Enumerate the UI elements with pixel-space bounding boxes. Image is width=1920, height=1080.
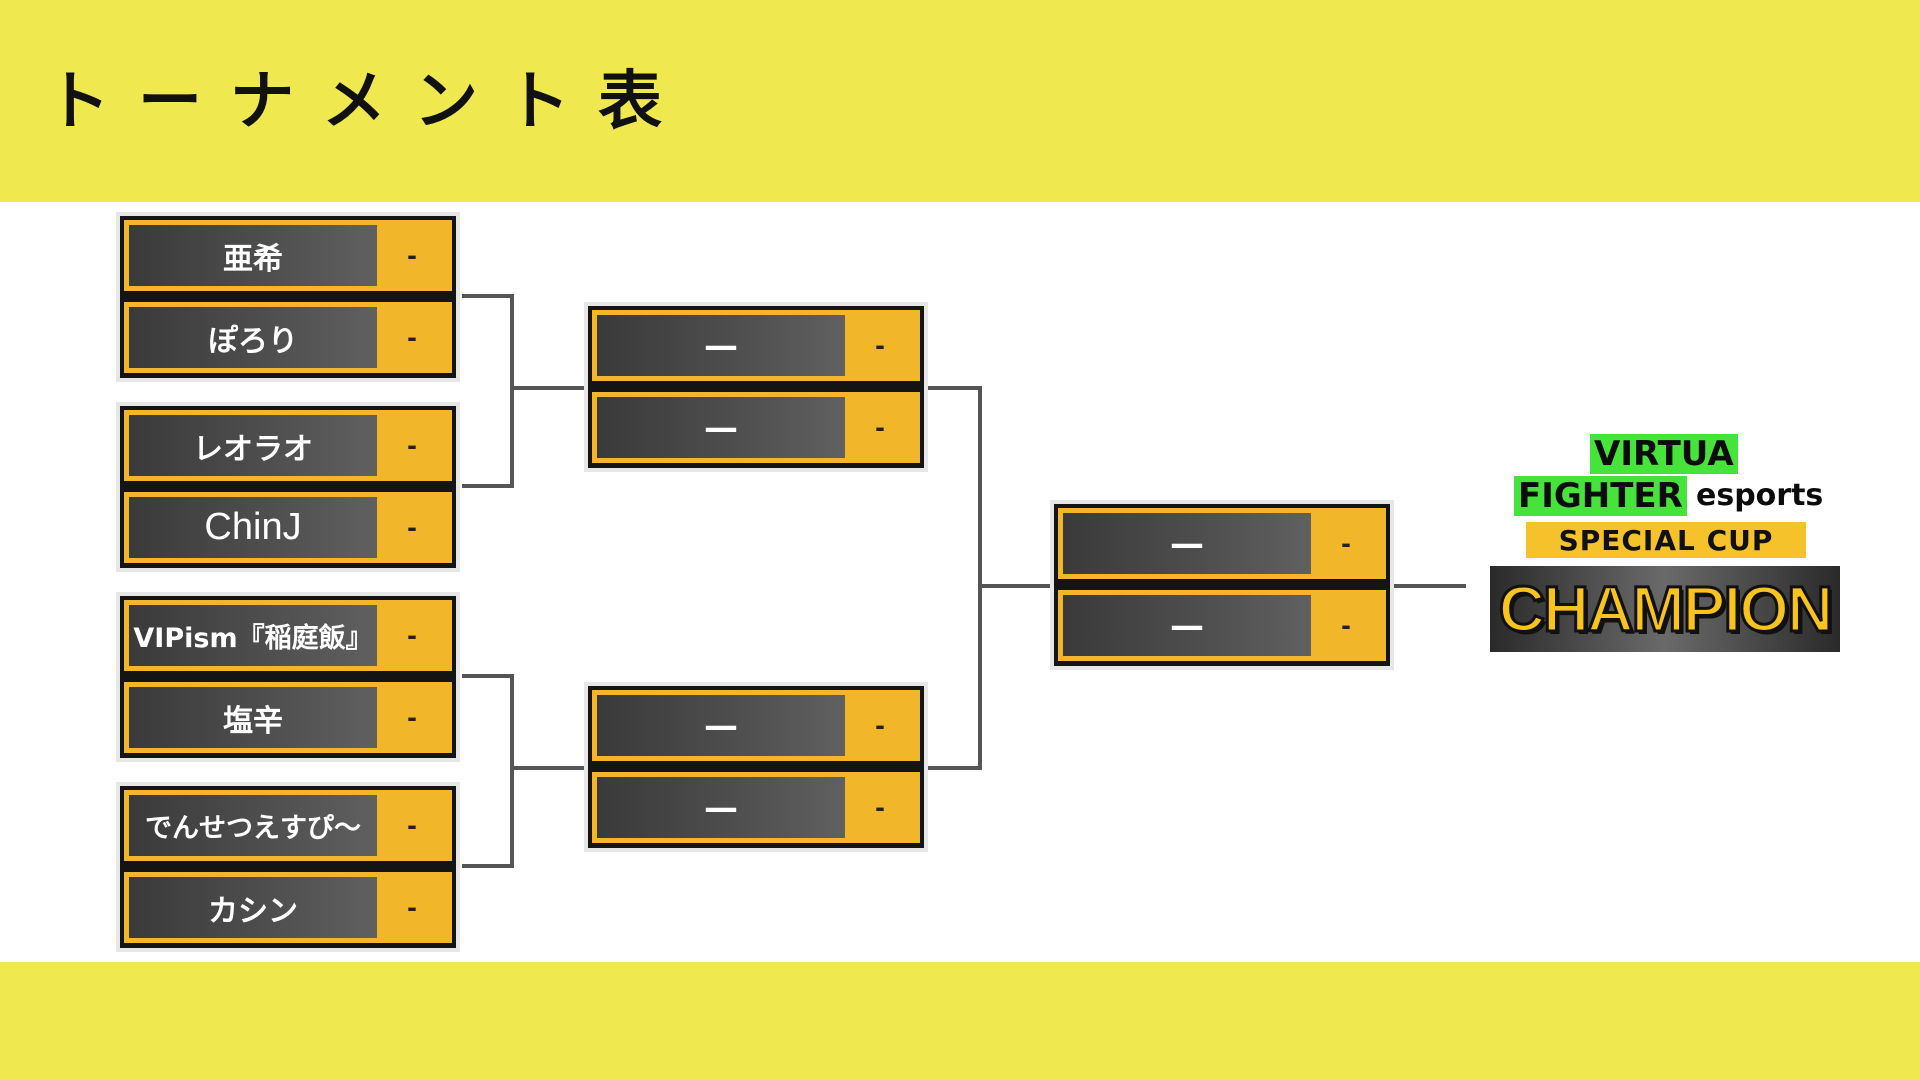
player-name: ChinJ — [129, 497, 377, 558]
player-slot: ChinJ - — [124, 492, 452, 563]
match-final: — - — - — [1050, 500, 1394, 670]
player-score: - — [407, 703, 417, 732]
player-score: - — [407, 811, 417, 840]
player-slot: — - — [592, 392, 920, 463]
player-name: — — [1063, 595, 1311, 656]
player-name: カシン — [129, 877, 377, 938]
player-score: - — [407, 431, 417, 460]
player-score: - — [407, 241, 417, 270]
player-name: ぽろり — [129, 307, 377, 368]
footer-band — [0, 962, 1920, 1080]
player-score: - — [875, 331, 885, 360]
player-name: 塩辛 — [129, 687, 377, 748]
player-slot: — - — [1058, 508, 1386, 579]
champion-label: CHAMPION — [1497, 572, 1834, 647]
player-score: - — [875, 711, 885, 740]
player-score: - — [875, 413, 885, 442]
player-score: - — [407, 621, 417, 650]
player-score: - — [1341, 611, 1351, 640]
player-name: — — [597, 695, 845, 756]
connector-r1-m4 — [462, 768, 514, 868]
header-band — [0, 0, 1920, 202]
player-slot: カシン - — [124, 872, 452, 943]
player-score: - — [407, 323, 417, 352]
player-score: - — [407, 513, 417, 542]
player-slot: — - — [592, 310, 920, 381]
match-r1-4: でんせつえすぴ～ - カシン - — [116, 782, 460, 952]
match-r2-1: — - — - — [584, 302, 928, 472]
player-name: — — [597, 777, 845, 838]
player-name: — — [597, 315, 845, 376]
player-name: でんせつえすぴ～ — [129, 795, 377, 856]
connector-r2-m2 — [928, 586, 982, 770]
logo-fighter: FIGHTER — [1514, 476, 1687, 516]
connector-r1-m3 — [462, 674, 514, 768]
connector-r1-m1 — [462, 294, 514, 388]
player-slot: 塩辛 - — [124, 682, 452, 753]
player-score: - — [1341, 529, 1351, 558]
player-slot: — - — [592, 772, 920, 843]
player-name: レオラオ — [129, 415, 377, 476]
player-score: - — [407, 893, 417, 922]
logo-virtua: VIRTUA — [1590, 434, 1738, 474]
player-slot: レオラオ - — [124, 410, 452, 481]
player-slot: ぽろり - — [124, 302, 452, 373]
player-name: — — [597, 397, 845, 458]
match-r2-2: — - — - — [584, 682, 928, 852]
player-slot: 亜希 - — [124, 220, 452, 291]
match-r1-1: 亜希 - ぽろり - — [116, 212, 460, 382]
champion-logo: VIRTUA FIGHTER esports SPECIAL CUP CHAMP… — [1490, 430, 1840, 660]
match-r1-3: VIPism『稲庭飯』 - 塩辛 - — [116, 592, 460, 762]
logo-special-cup: SPECIAL CUP — [1526, 522, 1806, 558]
connector-r1-m2 — [462, 388, 514, 488]
player-slot: でんせつえすぴ～ - — [124, 790, 452, 861]
player-name: VIPism『稲庭飯』 — [129, 605, 377, 666]
player-slot: — - — [1058, 590, 1386, 661]
match-r1-2: レオラオ - ChinJ - — [116, 402, 460, 572]
page-title: トーナメント表 — [46, 65, 690, 139]
player-score: - — [875, 793, 885, 822]
player-name: 亜希 — [129, 225, 377, 286]
player-slot: — - — [592, 690, 920, 761]
champion-plate: CHAMPION — [1490, 566, 1840, 652]
logo-esports: esports — [1696, 478, 1824, 513]
player-name: — — [1063, 513, 1311, 574]
connector-r2-m1 — [928, 386, 982, 586]
player-slot: VIPism『稲庭飯』 - — [124, 600, 452, 671]
